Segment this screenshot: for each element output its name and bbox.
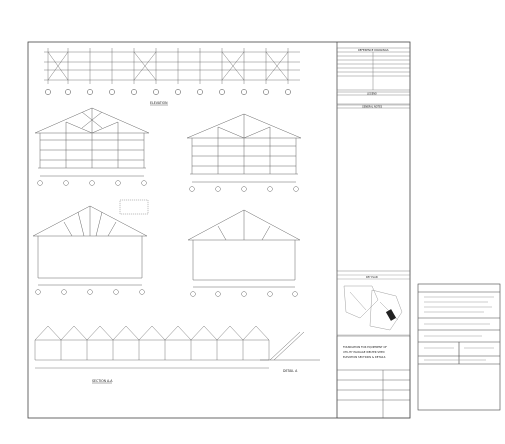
key-plan-highlight bbox=[385, 309, 397, 321]
general-notes-box bbox=[336, 104, 411, 272]
top-grid-bubbles bbox=[45, 89, 291, 95]
right-panel-text-lines bbox=[424, 296, 494, 361]
drawing-title-line-1: FOUNDATION FOR EQUIPMENT OF bbox=[343, 345, 387, 349]
legend-box bbox=[336, 91, 411, 105]
reference-drawings-table bbox=[336, 47, 411, 91]
elevation-mid-left-bubbles bbox=[35, 289, 145, 295]
section-repeated-trusses bbox=[34, 325, 270, 369]
drawing-title-block bbox=[336, 335, 411, 419]
top-frame-plan bbox=[44, 48, 300, 84]
reference-drawings-title: REFERENCE DRAWINGS bbox=[358, 48, 389, 52]
elevation-mid-right-bubbles bbox=[190, 291, 298, 297]
right-title-panel bbox=[417, 283, 501, 411]
key-plan bbox=[336, 274, 411, 336]
elevation-top-right-bubbles bbox=[189, 186, 299, 192]
legend-title: LEGEND bbox=[367, 93, 377, 96]
elevation-title-top: ELEVATION bbox=[150, 101, 168, 105]
key-plan-title: KEY PLAN bbox=[366, 276, 378, 279]
detail-callout-box bbox=[119, 199, 149, 215]
drawing-title-line-3: ELEVATION SECTIONS & DETAILS bbox=[343, 355, 386, 359]
sheet-border bbox=[27, 41, 411, 419]
elevation-truss-top-right bbox=[186, 113, 302, 183]
general-notes-title: GENERAL NOTES bbox=[362, 106, 383, 109]
elevation-top-left-bubbles bbox=[37, 180, 147, 186]
elevation-truss-top-left bbox=[34, 107, 150, 177]
detail-inclined-member bbox=[260, 331, 320, 361]
detail-title: DETAIL A bbox=[283, 369, 298, 373]
section-title: SECTION A-A bbox=[92, 379, 113, 383]
elevation-truss-mid-left bbox=[32, 205, 148, 286]
elevation-truss-mid-right bbox=[187, 209, 301, 288]
drawing-title-line-2: UTILITY PACKAGE WELTER SHED bbox=[343, 350, 385, 354]
